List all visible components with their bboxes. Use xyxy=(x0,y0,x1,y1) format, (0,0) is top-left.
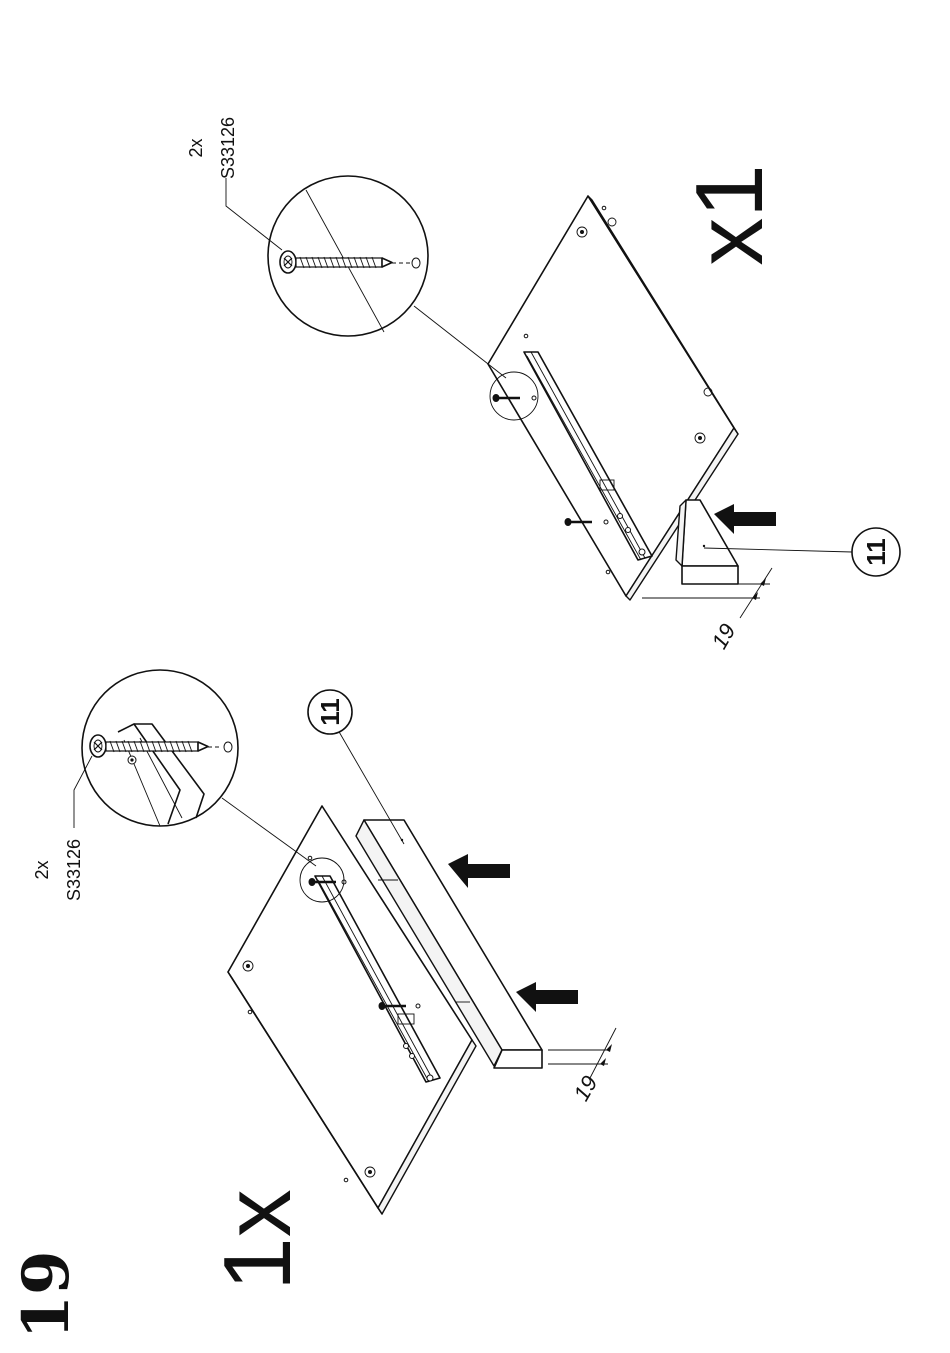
left-callout-part-code: S33126 xyxy=(64,839,84,901)
left-insert-arrow-lower xyxy=(516,982,578,1012)
left-callout-quantity: 2x xyxy=(32,860,52,879)
right-callout-quantity: 2x xyxy=(186,138,206,157)
left-dimension-value: 19 xyxy=(569,1071,603,1105)
left-screw-callout: 2x S33126 xyxy=(32,756,92,901)
right-dimension-value: 19 xyxy=(707,619,741,653)
left-insert-arrow-upper xyxy=(448,854,510,888)
left-part-badge-number: 11 xyxy=(315,698,345,726)
right-insert-arrow xyxy=(714,504,776,534)
right-assembly: x1 xyxy=(186,117,900,653)
left-quantity-label: 1x xyxy=(204,1189,311,1290)
left-drawer-panel xyxy=(228,806,476,1214)
right-part-badge-number: 11 xyxy=(861,538,891,566)
step-number: 19 xyxy=(9,1250,84,1339)
right-callout-part-code: S33126 xyxy=(218,117,238,179)
left-assembly: 1x xyxy=(32,670,616,1291)
right-screw-detail xyxy=(268,176,506,378)
right-quantity-label: x1 xyxy=(676,164,783,265)
left-dimension: 19 xyxy=(548,1028,616,1105)
right-screw-callout: 2x S33126 xyxy=(186,117,282,250)
left-screw-detail xyxy=(82,670,316,866)
